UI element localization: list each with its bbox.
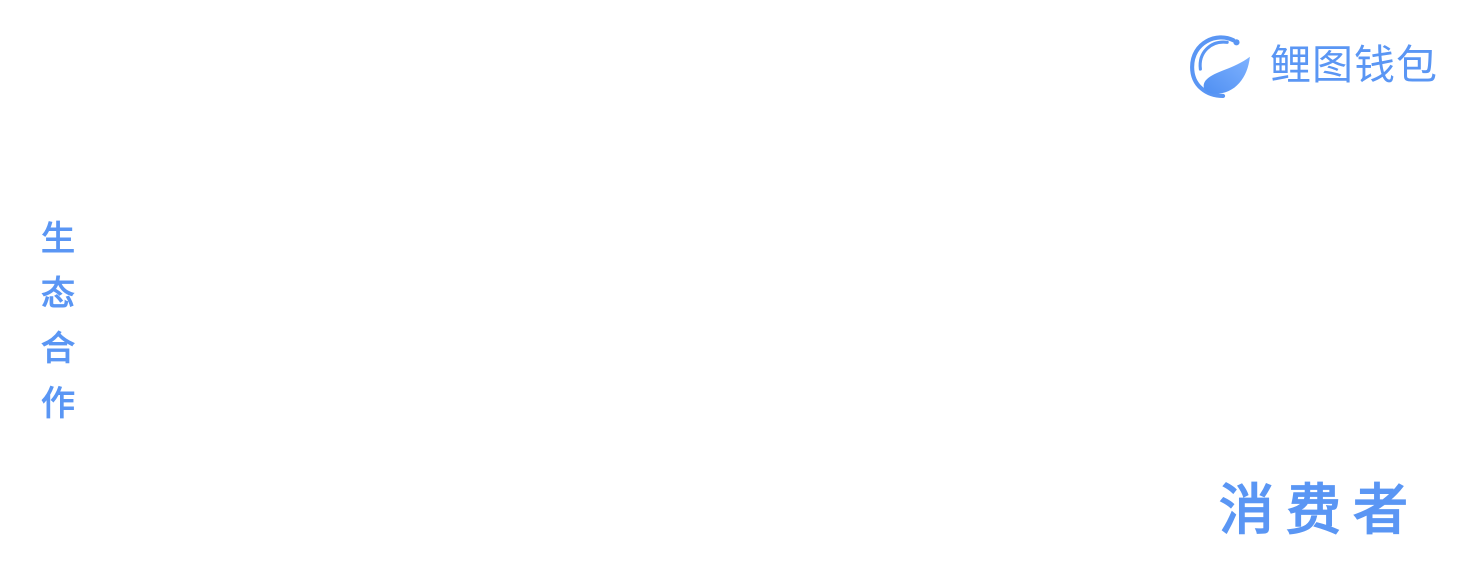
side-label-char: 作 (41, 384, 75, 424)
side-label-char: 生 (41, 219, 75, 259)
consumer-label: 消费者 (1218, 478, 1420, 542)
side-label-char: 态 (41, 274, 75, 314)
side-label-char: 合 (41, 329, 75, 369)
carp-swirl-logo-icon (1190, 35, 1250, 98)
brand-name: 鲤图钱包 (1270, 40, 1438, 89)
brand-logo: 鲤图钱包 (1188, 30, 1438, 100)
ecosystem-cooperation-label: 生 态 合 作 (38, 212, 78, 432)
